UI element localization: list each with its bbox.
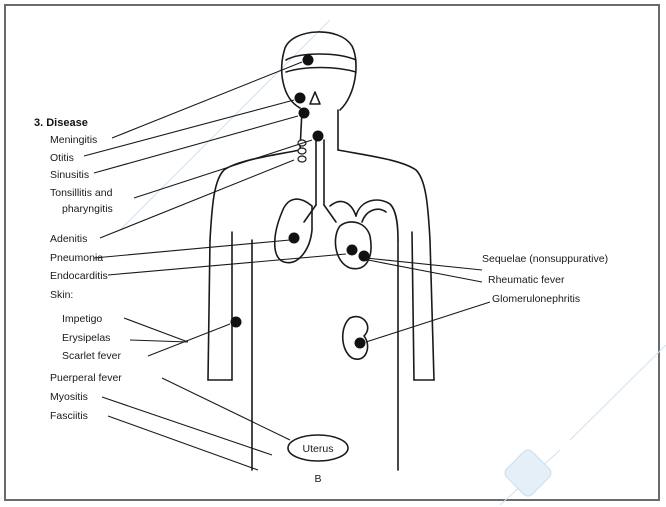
label-scarlet-fever: Scarlet fever: [62, 350, 121, 362]
figure-mark: B: [314, 473, 321, 485]
label-rheumatic-fever: Rheumatic fever: [488, 274, 565, 286]
label-fasciitis: Fasciitis: [50, 410, 88, 422]
label-uterus: Uterus: [303, 443, 334, 455]
label-glomerulonephritis: Glomerulonephritis: [492, 293, 580, 305]
label-erysipelas: Erysipelas: [62, 332, 110, 344]
label-puerperal-fever: Puerperal fever: [50, 372, 122, 384]
label-pharyngitis: pharyngitis: [62, 203, 113, 215]
label-sequelae: Sequelae (nonsuppurative): [482, 253, 608, 265]
watermark-logo: [503, 448, 554, 499]
label-adenitis: Adenitis: [50, 233, 87, 245]
label-myositis: Myositis: [50, 391, 88, 403]
label-impetigo: Impetigo: [62, 313, 102, 325]
leader-lines: [84, 62, 490, 470]
label-endocarditis: Endocarditis: [50, 270, 108, 282]
label-meningitis: Meningitis: [50, 134, 97, 146]
title-disease: 3. Disease: [34, 117, 88, 129]
label-sinusitis: Sinusitis: [50, 169, 89, 181]
label-pneumonia: Pneumonia: [50, 252, 103, 264]
label-skin: Skin:: [50, 289, 73, 301]
body-outline: [208, 32, 434, 470]
label-tonsillitis: Tonsillitis and: [50, 187, 113, 199]
label-otitis: Otitis: [50, 152, 74, 164]
